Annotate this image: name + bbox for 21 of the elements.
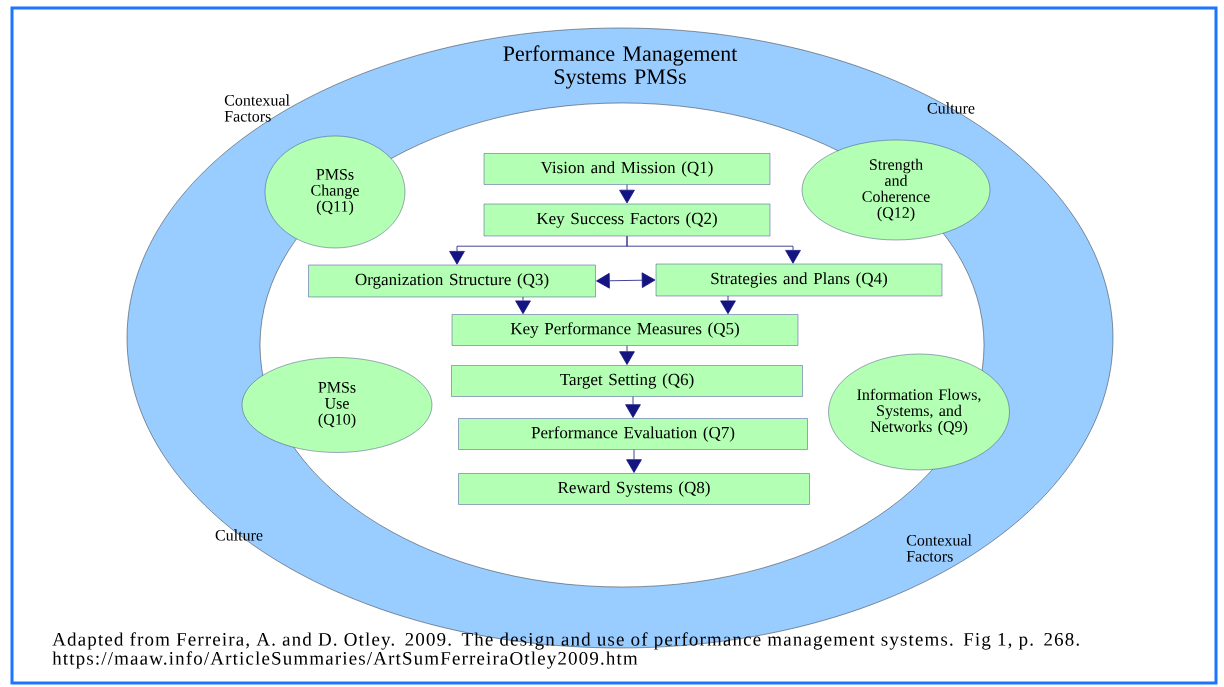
arrow [619,184,635,204]
ring-label: Culture [927,102,975,114]
arrow [626,235,801,264]
arrow [596,272,656,289]
process-box: Strategies and Plans (Q4) [655,263,943,297]
arrow [720,295,736,315]
caption: Adapted from Ferreira, A. and D. Otley. 2009. The design and use of performance management systems. Fig 1, p. 268. https://maaw.info/ArticleSummaries/ArtSumFerreiraOtley2009.htm [52,632,1079,669]
process-box: Reward Systems (Q8) [458,473,810,505]
arrow [619,345,635,365]
ring-label: Contexual Factors [906,534,972,562]
process-box: Performance Evaluation (Q7) [458,418,808,450]
arrow [625,396,641,418]
ring-label: Contexual Factors [224,94,290,122]
process-box: Organization Structure (Q3) [308,264,596,298]
process-box: Target Setting (Q6) [451,365,803,397]
process-box: Vision and Mission (Q1) [483,153,771,185]
arrow [515,296,531,315]
process-box: Key Performance Measures (Q5) [451,314,799,346]
ring-label: Culture [215,529,263,541]
process-box: Key Success Factors (Q2) [483,203,771,237]
arrow [626,449,642,473]
